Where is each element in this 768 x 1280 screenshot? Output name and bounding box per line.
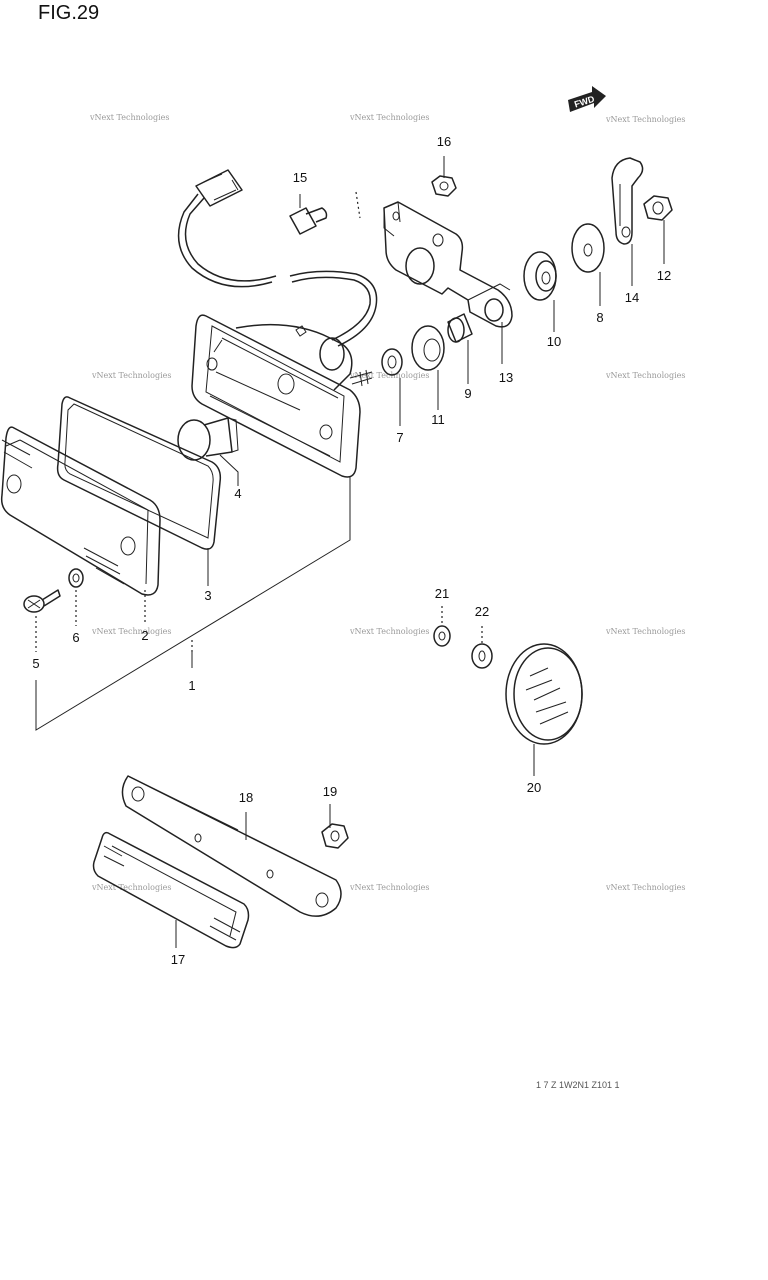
- part-washer-6: [68, 568, 84, 588]
- watermark-9: vNext Technologies: [605, 627, 685, 636]
- callout-13: 13: [499, 370, 513, 385]
- part-grommet-11: [411, 325, 445, 371]
- callout-21: 21: [435, 586, 449, 601]
- callout-22: 22: [475, 604, 489, 619]
- callout-12: 12: [657, 268, 671, 283]
- callout-6: 6: [72, 630, 79, 645]
- part-bracket-18: [121, 775, 342, 917]
- part-bulb: [177, 417, 239, 461]
- callout-8: 8: [596, 310, 603, 325]
- watermark-11: vNext Technologies: [349, 883, 429, 892]
- part-nut-19: [321, 823, 349, 849]
- callout-4: 4: [234, 486, 241, 501]
- callout-15: 15: [293, 170, 307, 185]
- fwd-label: FWD: [573, 94, 596, 110]
- part-gasket: [56, 396, 222, 550]
- part-plate-14: [611, 157, 644, 245]
- part-grommet-10: [523, 251, 557, 301]
- watermark-7: vNext Technologies: [91, 627, 171, 636]
- part-screw: [23, 589, 61, 613]
- callout-labels: 1 2 3 4 5 6 7 8 9 10 11 12 13 14 15 16 1…: [32, 134, 671, 967]
- figure-title: FIG.29: [38, 2, 100, 24]
- part-round-reflector-20: [505, 643, 583, 745]
- part-washer-21: [433, 625, 451, 647]
- part-nut-16: [431, 175, 457, 197]
- part-lens: [0, 426, 161, 596]
- leader-lines: [35, 156, 665, 948]
- callout-9: 9: [464, 386, 471, 401]
- watermark-3: vNext Technologies: [605, 115, 685, 124]
- callout-7: 7: [396, 430, 403, 445]
- watermark-2: vNext Technologies: [349, 113, 429, 122]
- part-washer-22: [471, 643, 493, 669]
- part-housing: [191, 314, 373, 478]
- callout-5: 5: [32, 656, 39, 671]
- callout-14: 14: [625, 290, 639, 305]
- watermark-10: vNext Technologies: [91, 883, 171, 892]
- callout-3: 3: [204, 588, 211, 603]
- watermark-5: vNext Technologies: [349, 371, 429, 380]
- fwd-arrow-icon: FWD: [568, 86, 606, 112]
- callout-18: 18: [239, 790, 253, 805]
- part-spacer-9: [447, 313, 473, 343]
- footer-code: 1 7 Z 1W2N1 Z101 1: [536, 1080, 620, 1090]
- callout-10: 10: [547, 334, 561, 349]
- part-bolt-15: [289, 207, 328, 235]
- callout-11: 11: [431, 412, 445, 427]
- watermark-12: vNext Technologies: [605, 883, 685, 892]
- callout-16: 16: [437, 134, 451, 149]
- callout-17: 17: [171, 952, 185, 967]
- callout-19: 19: [323, 784, 337, 799]
- part-wire-harness: [177, 169, 378, 347]
- watermark-4: vNext Technologies: [91, 371, 171, 380]
- watermark-group: vNext Technologies vNext Technologies vN…: [89, 113, 685, 892]
- part-washer-8: [571, 223, 605, 273]
- callout-1: 1: [188, 678, 195, 693]
- watermark-1: vNext Technologies: [89, 113, 169, 122]
- part-nut-12: [643, 195, 673, 221]
- watermark-8: vNext Technologies: [349, 627, 429, 636]
- callout-20: 20: [527, 780, 541, 795]
- watermark-6: vNext Technologies: [605, 371, 685, 380]
- callout-2: 2: [141, 628, 148, 643]
- part-reflector-17: [92, 831, 250, 949]
- part-bracket-13: [383, 201, 513, 328]
- part-washer-7: [381, 348, 403, 376]
